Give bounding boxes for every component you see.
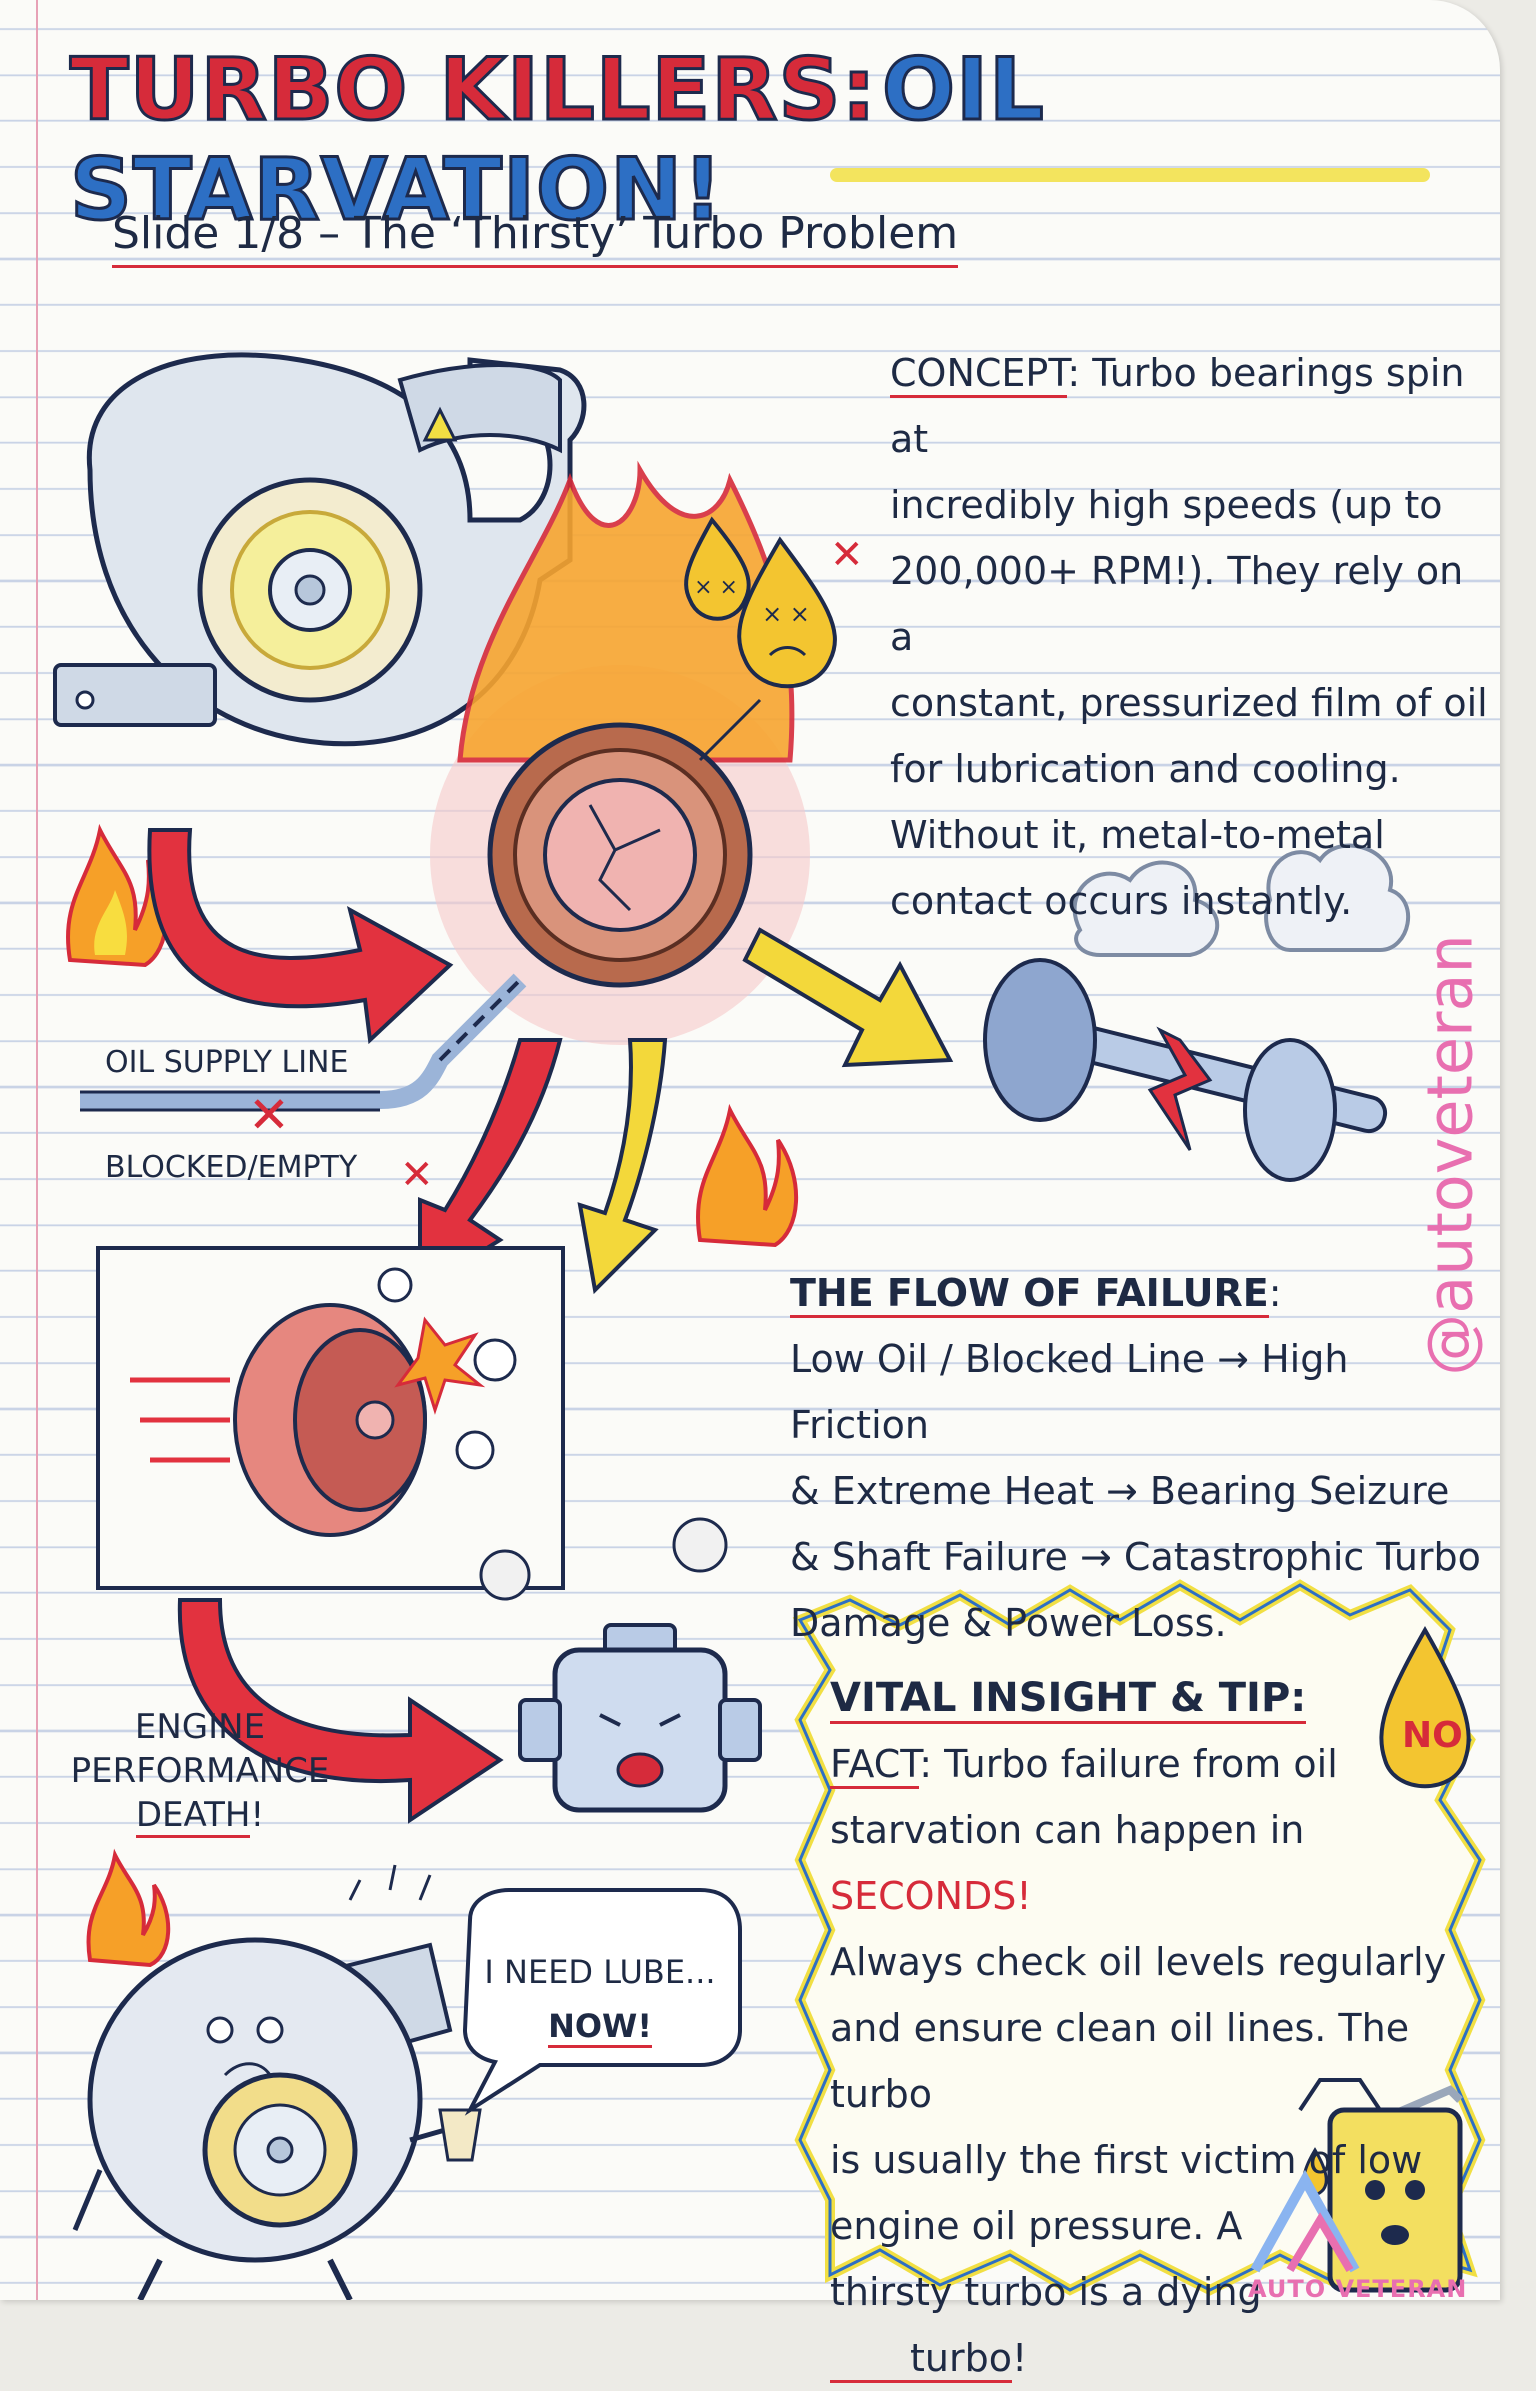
notebook-page: TURBO KILLERS: OIL STARVATION! Slide 1/8…	[0, 0, 1500, 2383]
seized-bearing-icon	[430, 460, 810, 1045]
empty-x-icon: ✕	[400, 1152, 434, 1198]
insight-line: starvation can happen in	[830, 1808, 1305, 1852]
vital-insight-text: VITAL INSIGHT & TIP: FACT: Turbo failure…	[830, 1665, 1480, 2391]
yellow-arrow-icon	[577, 1038, 668, 1295]
turbo-last-word: turbo	[830, 2336, 1012, 2383]
concept-line: contact occurs instantly.	[890, 879, 1353, 923]
flow-line: Low Oil / Blocked Line → High Friction	[790, 1337, 1349, 1447]
title-part-2: OIL STARVATION!	[69, 39, 1046, 242]
broken-shaft-icon	[983, 843, 1410, 1182]
crying-engine-icon	[479, 1517, 762, 1813]
page-title: TURBO KILLERS: OIL STARVATION!	[69, 39, 1470, 242]
concept-text: CONCEPT: Turbo bearings spin at incredib…	[890, 340, 1490, 934]
speech-bubble	[462, 1888, 742, 2116]
oil-supply-line-label: OIL SUPPLY LINE	[105, 1045, 349, 1080]
flame-icon	[86, 1848, 171, 1968]
svg-text:× ×: × ×	[694, 575, 738, 600]
concept-line: for lubrication and cooling.	[890, 747, 1401, 791]
concept-label: CONCEPT	[890, 351, 1068, 398]
insight-heading: VITAL INSIGHT & TIP:	[830, 1675, 1307, 1724]
concept-line: 200,000+ RPM!). They rely on a	[890, 549, 1464, 659]
thirsty-turbo-character-icon	[72, 1864, 482, 2300]
oil-supply-line-icon	[80, 973, 527, 1112]
yellow-arrow-icon	[742, 927, 954, 1068]
illustration-layer: × × × × ✕ ✕ ✕	[53, 352, 1486, 2300]
oil-can-icon	[1298, 2078, 1463, 2293]
failing-turbo-panel	[96, 1246, 565, 1590]
blocked-x-icon: ✕	[248, 1086, 290, 1144]
fact-label: FACT	[830, 1742, 920, 1789]
flow-line: & Extreme Heat → Bearing Seizure	[790, 1469, 1450, 1513]
flow-of-failure-text: THE FLOW OF FAILURE: Low Oil / Blocked L…	[790, 1260, 1490, 1656]
title-part-1: TURBO KILLERS:	[69, 39, 878, 142]
title-highlight	[830, 168, 1430, 182]
flame-icon	[696, 1103, 798, 1248]
insight-line: engine oil pressure. A	[830, 2204, 1243, 2248]
engine-line: ENGINE	[134, 1707, 266, 1747]
concept-line: incredibly high speeds (up to	[890, 483, 1443, 527]
concept-line: constant, pressurized film of oil	[890, 681, 1488, 725]
engine-performance-death-label: ENGINE PERFORMANCE DEATH!	[55, 1705, 345, 1838]
death-word: DEATH	[135, 1795, 251, 1838]
concept-line: Without it, metal-to-metal	[890, 813, 1385, 857]
margin-line	[36, 0, 38, 2300]
flow-heading: THE FLOW OF FAILURE	[790, 1271, 1269, 1318]
concept-line: : Turbo bearings spin at	[890, 351, 1465, 461]
no-oil-drop-icon	[1379, 1625, 1471, 1789]
blocked-empty-label: BLOCKED/EMPTY	[105, 1150, 358, 1185]
insight-line: : Turbo failure from oil	[919, 1742, 1338, 1786]
x-mark-icon: ✕	[830, 532, 864, 578]
flow-heading-colon: :	[1268, 1271, 1282, 1315]
red-arrow-icon	[177, 1598, 504, 1824]
watermark-text: @autoveteran	[1413, 934, 1487, 1376]
red-arrow-icon	[147, 828, 454, 1045]
flow-line: Damage & Power Loss.	[790, 1601, 1227, 1645]
seconds-word: SECONDS!	[830, 1874, 1032, 1918]
engine-line: PERFORMANCE	[70, 1751, 330, 1791]
svg-text:× ×: × ×	[762, 600, 810, 628]
auto-veteran-logo	[1250, 2169, 1360, 2273]
slide-subtitle: Slide 1/8 – The ‘Thirsty’ Turbo Problem	[112, 208, 959, 268]
flame-icon	[66, 823, 168, 968]
sad-oil-drop-icon: × ×	[684, 516, 751, 621]
sad-oil-drop-icon: × ×	[698, 536, 837, 762]
flow-line: & Shaft Failure → Catastrophic Turbo	[790, 1535, 1481, 1579]
speech-bubble-text: I NEED LUBE... NOW!	[460, 1945, 740, 2053]
death-bang: !	[250, 1795, 265, 1835]
insight-line: Always check oil levels regularly	[830, 1940, 1447, 1984]
turbo-bang: !	[1011, 2336, 1028, 2380]
insight-line: is usually the first victim of low	[830, 2138, 1423, 2182]
insight-line: thirsty turbo is a dying	[830, 2270, 1262, 2314]
bubble-line: I NEED LUBE...	[484, 1953, 716, 1991]
turbo-housing-icon	[53, 352, 587, 747]
watermark: @autoveteran	[1390, 930, 1510, 1380]
no-badge: NO	[1402, 1715, 1463, 1756]
bubble-now: NOW!	[548, 2007, 652, 2048]
logo-text: AUTO VETERAN	[1248, 2275, 1468, 2303]
insight-line: and ensure clean oil lines. The turbo	[830, 2006, 1410, 2116]
